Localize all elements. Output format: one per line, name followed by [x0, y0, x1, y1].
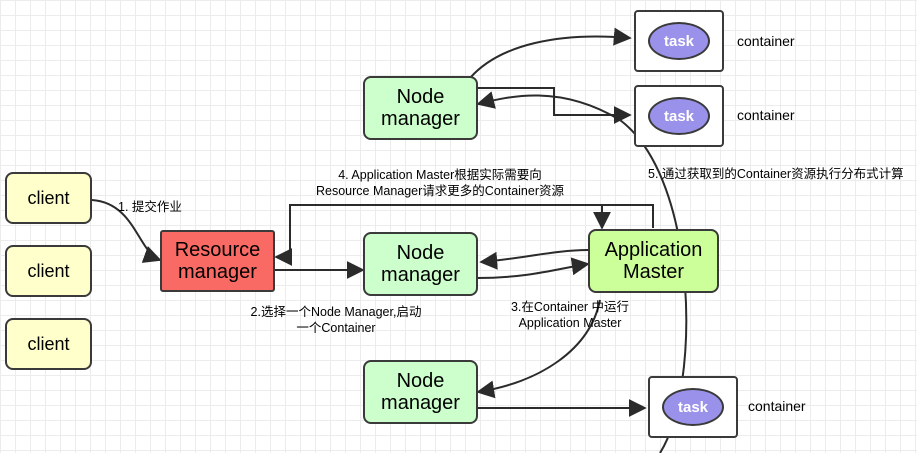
node-resource-manager-label: Resource manager — [174, 238, 261, 283]
container-label-2: container — [737, 107, 795, 123]
node-manager-top[interactable]: Node manager — [363, 76, 478, 140]
node-client-3[interactable]: client — [5, 318, 92, 370]
edge-rm-to-am — [486, 204, 611, 230]
node-manager-bottom-label: Node manager — [381, 369, 460, 414]
task-oval-1[interactable]: task — [648, 22, 710, 60]
node-manager-bottom[interactable]: Node manager — [363, 360, 478, 424]
node-resource-manager[interactable]: Resource manager — [160, 230, 275, 292]
node-manager-top-label: Node manager — [381, 85, 460, 130]
edge-label-step1: 1. 提交作业 — [118, 200, 182, 214]
node-manager-middle[interactable]: Node manager — [363, 232, 478, 296]
node-application-master-label: Application Master — [604, 238, 703, 283]
edge-am-to-nm — [479, 249, 589, 270]
node-client-2[interactable]: client — [5, 245, 92, 297]
node-client-1[interactable]: client — [5, 172, 92, 224]
container-label-3: container — [748, 398, 806, 414]
edge-nm-top-to-task1 — [469, 27, 632, 79]
task-oval-2[interactable]: task — [648, 97, 710, 135]
node-client-3-label: client — [27, 333, 70, 354]
edge-label-step4: 4. Application Master根据实际需要向 Resource Ma… — [315, 168, 564, 198]
node-manager-middle-label: Node manager — [381, 241, 460, 286]
edge-label-step3: 3.在Container 中运行 Application Master — [510, 300, 630, 330]
task-1-label: task — [663, 32, 695, 50]
node-client-1-label: client — [27, 187, 70, 208]
container-label-1: container — [737, 33, 795, 49]
node-client-2-label: client — [27, 260, 70, 281]
edge-nm-to-am — [476, 257, 590, 279]
edge-label-step2: 2.选择一个Node Manager,启动 一个Container — [250, 305, 422, 335]
node-application-master[interactable]: Application Master — [588, 229, 719, 293]
task-oval-3[interactable]: task — [662, 388, 724, 426]
task-3-label: task — [677, 398, 709, 416]
edge-nm-top-to-task2 — [477, 87, 632, 124]
edge-label-step5: 5. 通过获取到的Container资源执行分布式计算 — [648, 167, 904, 181]
task-2-label: task — [663, 107, 695, 125]
